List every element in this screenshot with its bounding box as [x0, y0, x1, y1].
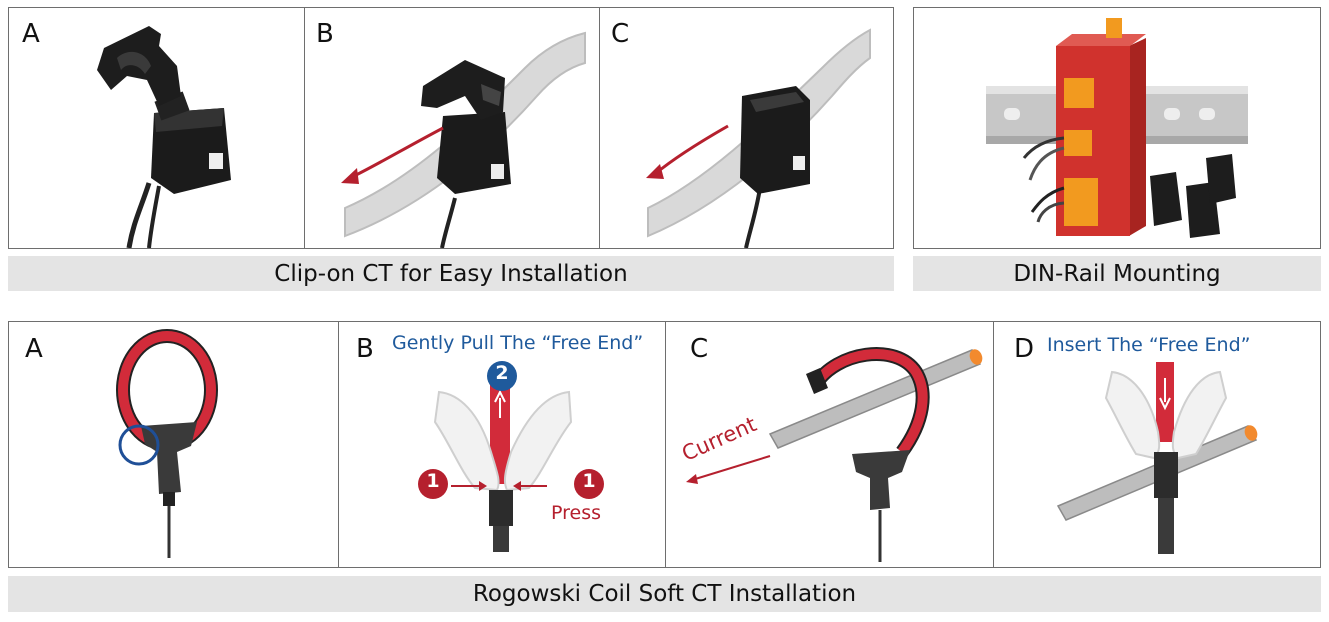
latch-highlight-circle [118, 424, 160, 466]
terminal-block [1064, 130, 1092, 156]
panel-letter: C [611, 19, 630, 49]
ct-label-tag [793, 156, 805, 170]
ct-label-tag [491, 164, 504, 179]
rogowski-caption: Rogowski Coil Soft CT Installation [8, 576, 1321, 612]
panel-divider [338, 322, 339, 567]
rogowski-coil [811, 349, 928, 455]
rogowski-panel-c: C Current [666, 322, 993, 567]
panel-letter: A [25, 334, 43, 364]
rogowski-panel-a: A [9, 322, 338, 567]
insert-instruction: Insert The “Free End” [1047, 334, 1251, 356]
step-1-right-number: 1 [582, 470, 596, 492]
panel-divider [599, 8, 600, 248]
pull-instruction: Gently Pull The “Free End” [392, 332, 644, 354]
step-1-left-number: 1 [426, 470, 440, 492]
free-end-strip [490, 384, 510, 484]
step-2-number: 2 [495, 362, 509, 384]
panel-divider [993, 322, 994, 567]
panel-divider [304, 8, 305, 248]
direction-arrow [349, 126, 444, 180]
rogowski-loop-illustration [116, 329, 218, 558]
right-hand [503, 390, 573, 492]
small-ct [1206, 154, 1236, 204]
din-rail-illustration [986, 18, 1248, 238]
coil-connector [489, 490, 513, 526]
top-terminal [1106, 18, 1122, 38]
rogowski-panel-d: D Insert The “Free End” [994, 322, 1320, 567]
clip-on-panel-c: C [600, 8, 893, 248]
panel-letter: C [690, 334, 709, 364]
clip-on-panel-a: A [9, 8, 304, 248]
free-end-latch [806, 368, 828, 394]
right-hand [1171, 370, 1228, 460]
panel-letter: D [1014, 334, 1035, 364]
din-rail-figure [913, 7, 1321, 249]
clip-on-ct-caption: Clip-on CT for Easy Installation [8, 256, 894, 291]
conductor [768, 349, 982, 449]
din-rail-caption: DIN-Rail Mounting [913, 256, 1321, 291]
panel-divider [665, 322, 666, 567]
ct-label-tag [209, 153, 223, 169]
closed-ct-illustration [646, 28, 871, 248]
pull-free-end-illustration [418, 361, 604, 552]
clipping-ct-illustration [341, 31, 586, 248]
coil-connector [141, 422, 197, 494]
panel-letter: B [316, 19, 334, 49]
clip-on-panel-b: B [305, 8, 599, 248]
panel-letter: A [22, 19, 40, 49]
rogowski-panel-b: B Gently Pull The “Free End” 2 1 1 Pr [339, 322, 665, 567]
press-label: Press [551, 502, 602, 524]
step-1-right-badge [574, 469, 604, 499]
panel-letter: B [356, 334, 374, 364]
left-hand [1104, 370, 1161, 460]
terminal-block [1064, 78, 1094, 108]
wrap-conductor-illustration [686, 347, 983, 562]
step-1-left-badge [418, 469, 448, 499]
current-arrow [691, 455, 771, 481]
step-2-badge [487, 361, 517, 391]
rogowski-figure: A B Gently Pull The “Free End” [8, 321, 1321, 568]
small-ct [1150, 172, 1182, 226]
coil-connector [852, 450, 910, 510]
terminal-block [1064, 178, 1098, 226]
open-ct-illustration [97, 26, 231, 248]
insert-free-end-illustration [1056, 362, 1258, 554]
left-hand [433, 390, 500, 492]
clip-on-ct-figure: A B C [8, 7, 894, 249]
coil-connector [1154, 452, 1178, 498]
